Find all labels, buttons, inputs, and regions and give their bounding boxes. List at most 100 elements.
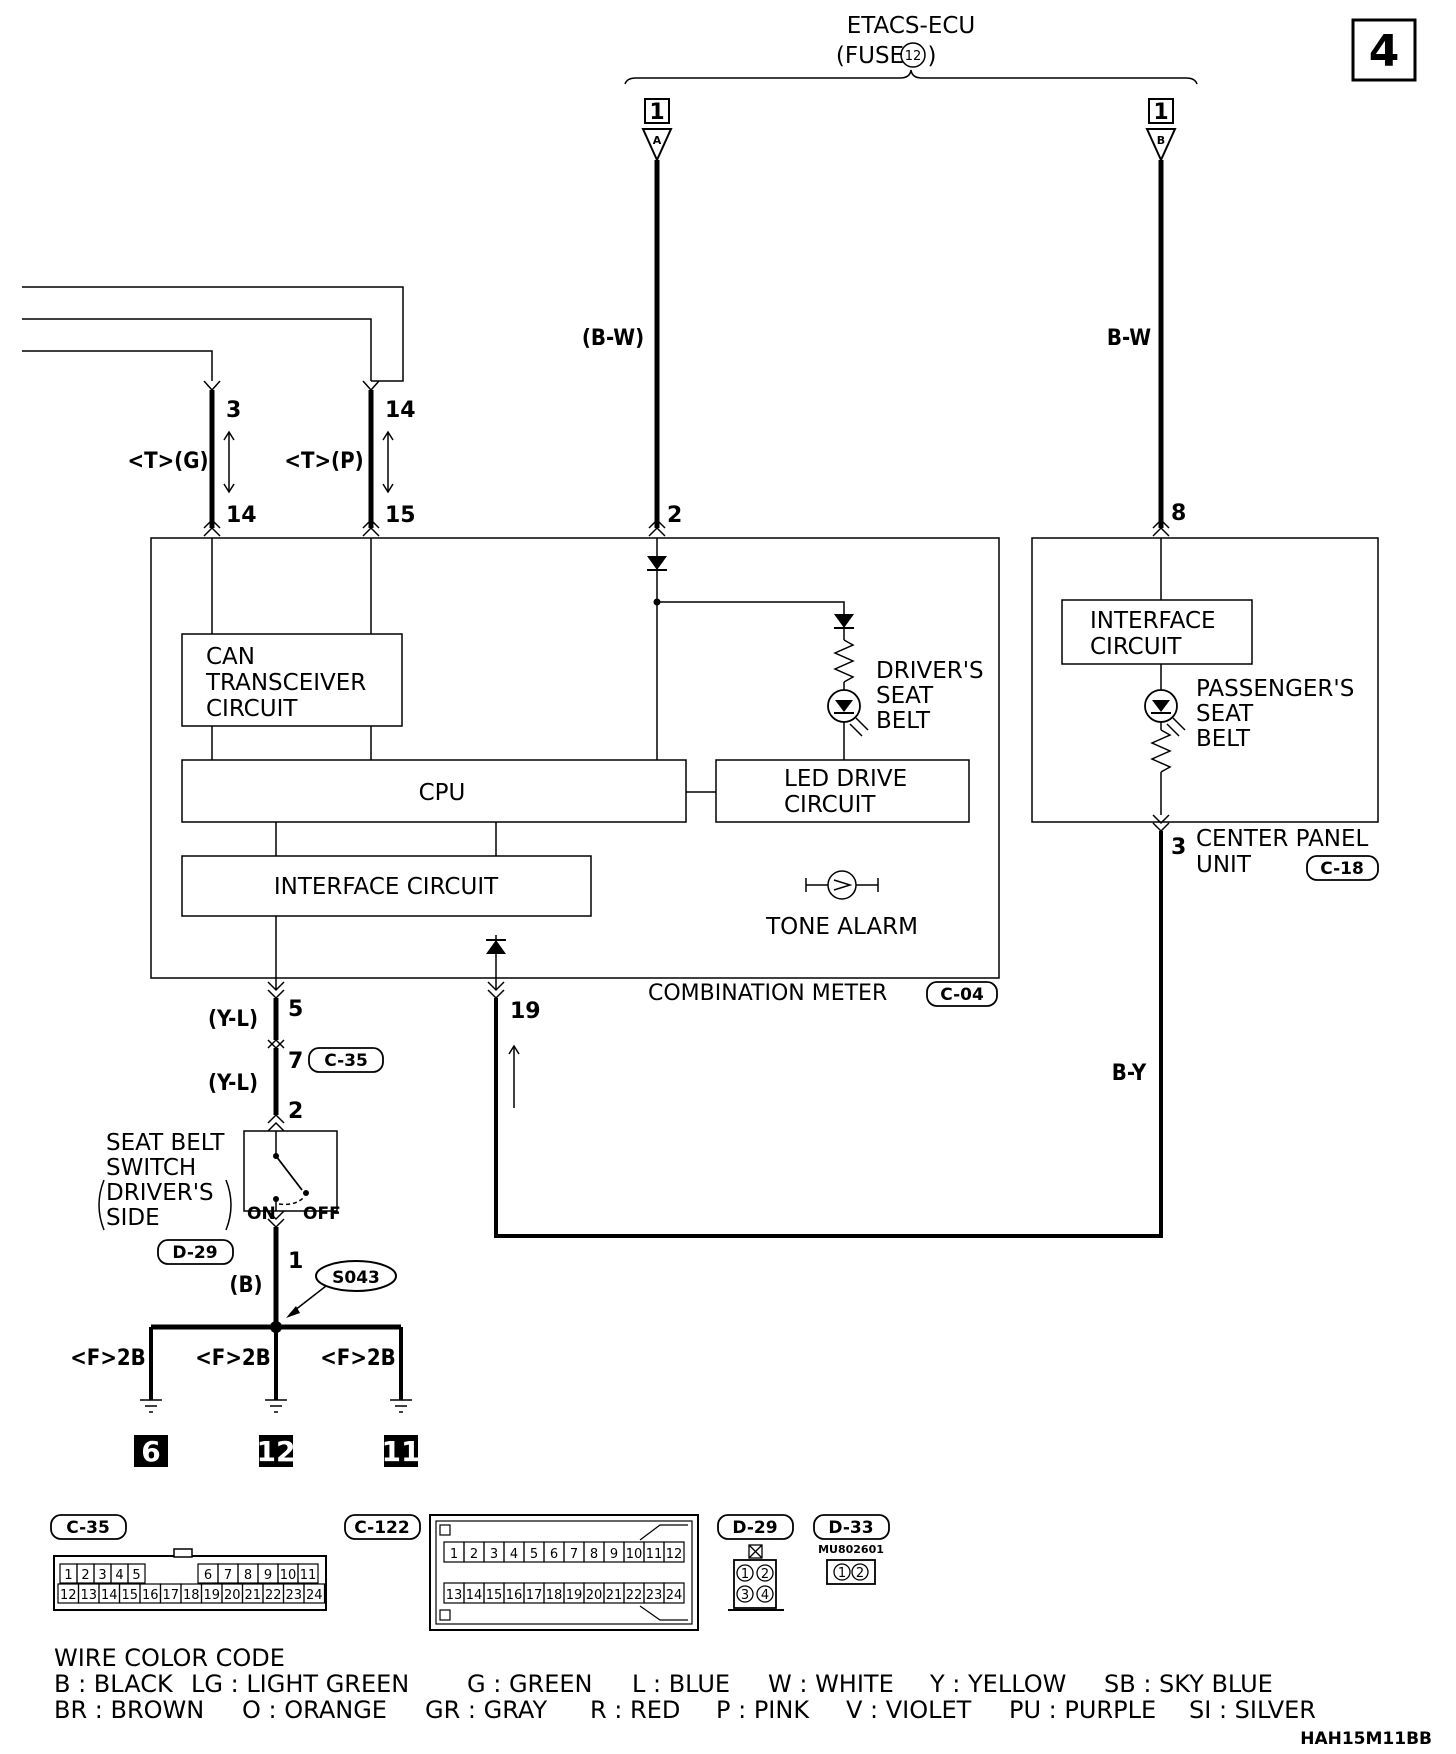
svg-text:DRIVER'S: DRIVER'S — [106, 1180, 214, 1206]
svg-text:BELT: BELT — [876, 708, 931, 734]
svg-text:COMBINATION METER: COMBINATION METER — [648, 981, 887, 1006]
svg-text:W : WHITE: W : WHITE — [768, 1670, 894, 1698]
ground-point-6: 6 — [134, 1435, 168, 1468]
svg-text:UNIT: UNIT — [1196, 852, 1252, 878]
svg-text:D-29: D-29 — [732, 1518, 777, 1538]
meter-interface-circuit-block: INTERFACE CIRCUIT — [181, 855, 592, 917]
svg-text:SEAT: SEAT — [1196, 701, 1254, 727]
svg-text:L : BLUE: L : BLUE — [632, 1670, 730, 1698]
switch-off-label: OFF — [303, 1204, 341, 1224]
svg-text:C-35: C-35 — [66, 1518, 110, 1538]
connector-pin-number: 21 — [244, 1588, 261, 1603]
ground-wire-label-3: <F>2B — [320, 1346, 396, 1371]
svg-text:2: 2 — [667, 503, 682, 528]
connector-pin-number: 9 — [610, 1547, 618, 1562]
connector-pin-number: 3 — [490, 1547, 498, 1562]
svg-text:11: 11 — [382, 1435, 421, 1468]
svg-text:14: 14 — [385, 398, 416, 423]
connector-pin-number: 8 — [244, 1568, 252, 1583]
etacs-ecu-header: ETACS-ECU (FUSE 12 ) — [624, 13, 1198, 85]
seat-belt-switch-label: SEAT BELT SWITCH DRIVER'S SIDE D-29 — [98, 1130, 234, 1265]
svg-text:SWITCH: SWITCH — [106, 1155, 196, 1181]
svg-text:GR : GRAY: GR : GRAY — [425, 1696, 547, 1724]
center-interface-circuit-block: INTERFACE CIRCUIT — [1061, 599, 1253, 665]
svg-text:A: A — [653, 134, 662, 147]
wire-label-yl-1: (Y-L) — [208, 1007, 258, 1032]
wire-label-bw: B-W — [1107, 326, 1151, 351]
connector-pin-number: 20 — [586, 1588, 603, 1603]
diode-meter-input — [647, 556, 667, 571]
passengers-seat-belt-label: PASSENGER'S SEAT BELT — [1196, 676, 1354, 752]
connector-pin-number: 6 — [550, 1547, 558, 1562]
svg-text:2: 2 — [856, 1566, 864, 1581]
connector-d33-face: D-33 MU802601 1 2 — [813, 1514, 890, 1585]
connector-pin-number: 23 — [285, 1588, 302, 1603]
can-bus-lines — [22, 286, 404, 382]
connector-pin-number: 20 — [224, 1588, 241, 1603]
drivers-seat-belt-led-icon — [827, 689, 869, 737]
svg-text:D-33: D-33 — [828, 1518, 873, 1538]
svg-text:G : GREEN: G : GREEN — [467, 1670, 593, 1698]
svg-text:4: 4 — [761, 1588, 769, 1603]
connector-pin-number: 7 — [570, 1547, 578, 1562]
etacs-connector-a: 1 A — [641, 98, 673, 163]
connector-pin-number: 10 — [280, 1568, 297, 1583]
svg-text:INTERFACE: INTERFACE — [1090, 608, 1216, 634]
splice-s043: S043 — [286, 1260, 397, 1318]
svg-text:V : VIOLET: V : VIOLET — [846, 1696, 972, 1724]
svg-text:Y : YELLOW: Y : YELLOW — [929, 1670, 1066, 1698]
ground-symbols — [140, 1399, 412, 1413]
svg-text:CENTER PANEL: CENTER PANEL — [1196, 826, 1369, 852]
svg-text:CPU: CPU — [419, 780, 466, 806]
ground-wire-label-2: <F>2B — [195, 1346, 271, 1371]
wire-label-by: B-Y — [1112, 1061, 1147, 1086]
connector-d29-face: D-29 1 2 3 4 — [717, 1514, 794, 1611]
svg-text:15: 15 — [385, 503, 416, 528]
svg-text:TRANSCEIVER: TRANSCEIVER — [205, 670, 366, 696]
ground-wire-label-1: <F>2B — [70, 1346, 146, 1371]
svg-text:5: 5 — [288, 997, 303, 1022]
connector-pin-number: 13 — [446, 1588, 463, 1603]
connector-pin-number: 19 — [203, 1588, 220, 1603]
connector-pin-number: 1 — [450, 1547, 458, 1562]
seat-belt-switch: ON OFF — [243, 1130, 341, 1224]
connector-pin-number: 2 — [81, 1568, 89, 1583]
connector-pin-number: 2 — [470, 1547, 478, 1562]
diode-led — [834, 614, 854, 629]
connector-pin-number: 13 — [80, 1588, 97, 1603]
connector-pin-number: 1 — [64, 1568, 72, 1583]
connector-pin-number: 15 — [121, 1588, 138, 1603]
connector-pin-number: 17 — [162, 1588, 179, 1603]
ground-point-11: 11 — [382, 1435, 421, 1468]
svg-text:SIDE: SIDE — [106, 1205, 160, 1231]
cpu-block: CPU — [181, 759, 687, 823]
figure-code: HAH15M11BB — [1300, 1729, 1432, 1749]
connector-pin-number: 10 — [626, 1547, 643, 1562]
svg-text:6: 6 — [141, 1435, 160, 1468]
svg-text:WIRE COLOR CODE: WIRE COLOR CODE — [54, 1644, 285, 1672]
connector-pin-number: 14 — [101, 1588, 118, 1603]
etacs-ecu-label: ETACS-ECU — [847, 13, 976, 39]
svg-text:SB : SKY BLUE: SB : SKY BLUE — [1104, 1670, 1273, 1698]
wire-label-t-p: <T>(P) — [284, 449, 363, 474]
svg-text:SEAT BELT: SEAT BELT — [106, 1130, 225, 1156]
connector-pin-number: 12 — [60, 1588, 77, 1603]
etacs-connector-b: 1 B — [1145, 98, 1177, 163]
svg-text:2: 2 — [288, 1099, 303, 1124]
connector-pin-number: 11 — [646, 1547, 663, 1562]
connector-pin-number: 22 — [265, 1588, 282, 1603]
svg-text:4: 4 — [1369, 26, 1400, 77]
svg-text:1: 1 — [649, 100, 664, 125]
connector-pin-number: 14 — [466, 1588, 483, 1603]
svg-text:BR : BROWN: BR : BROWN — [54, 1696, 204, 1724]
connector-pin-number: 15 — [486, 1588, 503, 1603]
connector-pin-number: 23 — [646, 1588, 663, 1603]
svg-text:CIRCUIT: CIRCUIT — [1090, 634, 1182, 660]
tone-alarm-label: TONE ALARM — [765, 914, 918, 940]
connector-pin-number: 21 — [606, 1588, 623, 1603]
fuse-number: 12 — [905, 49, 922, 64]
c35-inline-connector-label: C-35 — [308, 1047, 384, 1073]
svg-text:3: 3 — [226, 398, 241, 423]
